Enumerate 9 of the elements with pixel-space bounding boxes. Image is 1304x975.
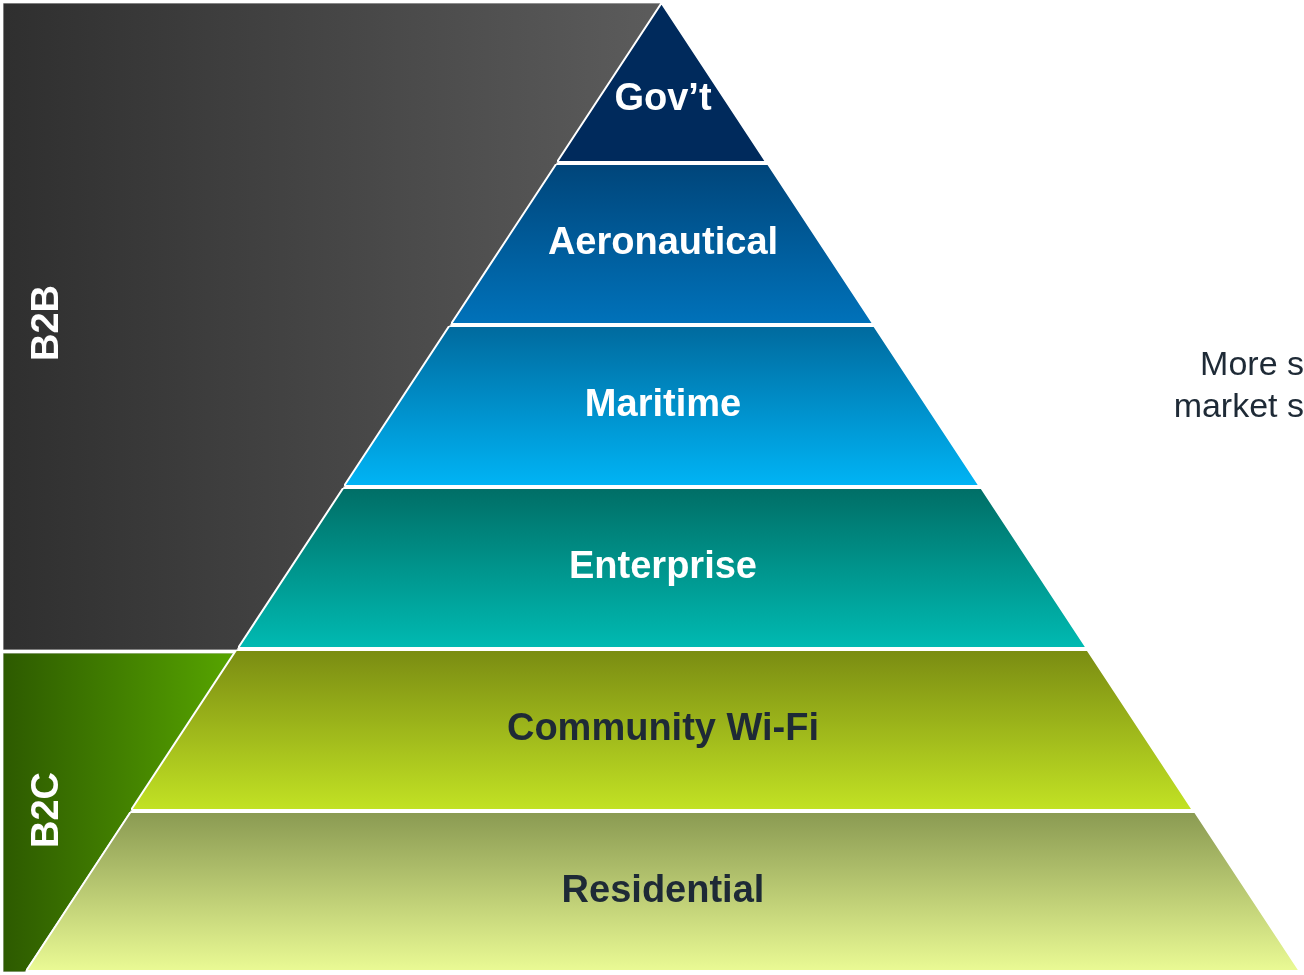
- segment-label: B2C: [26, 772, 64, 848]
- tier-label: Enterprise: [569, 546, 757, 584]
- segment-label: B2B: [26, 285, 64, 361]
- note-text: More s market s: [1172, 343, 1304, 426]
- tier-label: Gov’t: [614, 78, 712, 116]
- tier-label: Residential: [561, 869, 765, 908]
- tier-label: Maritime: [584, 384, 742, 422]
- tier-label: Community Wi-Fi: [506, 708, 819, 746]
- tier-label: Aeronautical: [547, 222, 779, 260]
